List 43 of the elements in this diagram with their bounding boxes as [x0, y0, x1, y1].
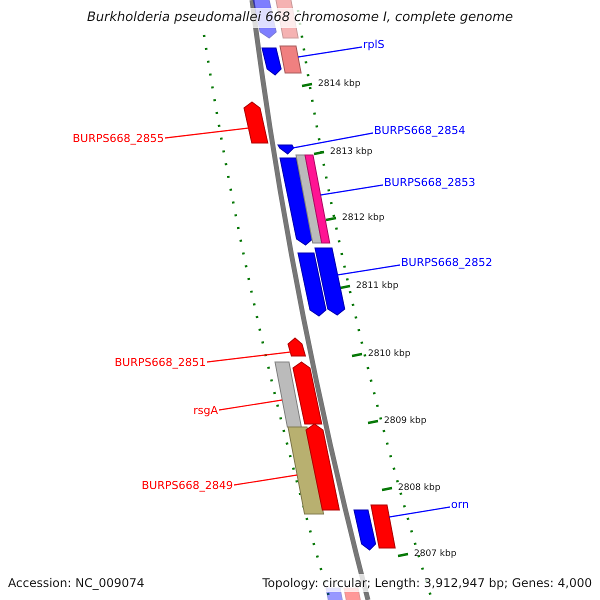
leader-line [292, 132, 374, 149]
genome-info-text: Topology: circular; Length: 3,912,947 bp; Genes: 4,000 [262, 574, 592, 592]
gene-label: BURPS668_2852 [400, 256, 494, 270]
scale-label: 2810 kbp [368, 348, 410, 360]
leader-line [218, 399, 282, 411]
scale-label: 2811 kbp [356, 280, 398, 292]
gene-feature [314, 248, 346, 316]
scale-label: 2813 kbp [330, 146, 372, 158]
gene-label: rsgA [192, 404, 219, 418]
scale-label: 2812 kbp [342, 212, 384, 224]
gene-bar [274, 362, 302, 428]
leader-line [320, 184, 384, 196]
gene-feature [287, 337, 306, 356]
gene-label: rplS [362, 38, 386, 52]
gene-label: BURPS668_2853 [383, 176, 476, 190]
gene-label: BURPS668_2849 [140, 479, 234, 493]
gene-feature [261, 48, 282, 76]
leader-line [389, 506, 450, 518]
gene-feature [279, 158, 314, 246]
leader-line [206, 351, 291, 363]
gene-feature [353, 510, 376, 551]
scale-label: 2807 kbp [414, 548, 456, 560]
scale-label: 2814 kbp [318, 78, 360, 90]
gene-bar [295, 154, 322, 244]
gene-bar [370, 504, 396, 548]
scale-label: 2808 kbp [398, 482, 440, 494]
leader-line [164, 127, 250, 139]
gene-label: orn [450, 498, 470, 512]
gene-feature [305, 423, 340, 510]
gene-feature [243, 101, 268, 144]
gene-feature [292, 361, 322, 424]
leader-line [337, 264, 400, 276]
gene-label: BURPS668_2855 [72, 132, 165, 146]
gene-feature [277, 144, 294, 155]
gene-bar [287, 426, 324, 514]
leader-line [298, 46, 362, 58]
gene-bar [304, 154, 330, 244]
scale-label: 2809 kbp [384, 415, 426, 427]
leader-line [234, 474, 298, 486]
gene-feature [297, 252, 327, 317]
gene-label: BURPS668_2851 [114, 356, 207, 370]
gene-bar [279, 46, 302, 74]
gene-label: BURPS668_2854 [373, 124, 466, 138]
